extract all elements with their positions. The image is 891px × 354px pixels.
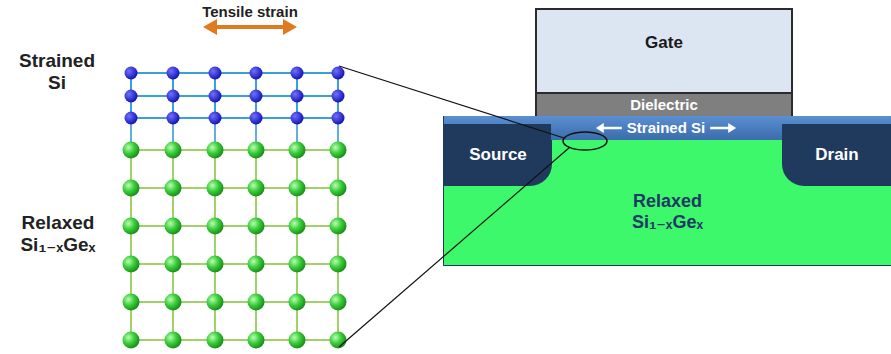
zoom-line [339, 66, 564, 138]
gate-box: Gate [535, 8, 793, 94]
lattice-bond [131, 339, 338, 341]
si-atom [167, 90, 180, 103]
si-atom [125, 112, 138, 125]
si-atom [209, 112, 222, 125]
sige-atom [123, 332, 140, 349]
dielectric-layer: Dielectric [535, 94, 793, 116]
sige-atom [248, 332, 265, 349]
si-atom [125, 90, 138, 103]
sige-atom [289, 256, 306, 273]
lattice-bond [131, 225, 338, 227]
lattice-label: Tensile strain [190, 3, 310, 20]
sige-atom [330, 218, 347, 235]
sige-atom [165, 180, 182, 197]
arrow-head [203, 19, 217, 35]
si-atom [209, 90, 222, 103]
arrow-head [728, 123, 736, 133]
sige-atom [165, 142, 182, 159]
sige-atom [289, 332, 306, 349]
lattice-bond [130, 150, 132, 340]
node-label: Relaxed Si₁₋ₓGeₓ [608, 191, 728, 232]
lattice-bond [131, 263, 338, 265]
lattice-bond [131, 149, 338, 151]
si-atom [332, 90, 345, 103]
si-atom [250, 90, 263, 103]
strain-arrow [710, 127, 730, 130]
sige-atom [248, 294, 265, 311]
lattice-bond [131, 72, 338, 74]
si-atom [291, 67, 304, 80]
sige-atom [330, 180, 347, 197]
si-atom [332, 67, 345, 80]
si-atom [332, 112, 345, 125]
si-atom [209, 67, 222, 80]
node-label: Gate [645, 33, 683, 53]
arrow-head [283, 19, 297, 35]
lattice-bond [131, 95, 338, 97]
si-atom [250, 67, 263, 80]
sige-atom [248, 256, 265, 273]
sige-atom [330, 142, 347, 159]
sige-atom [248, 142, 265, 159]
zoom-ellipse [563, 132, 607, 150]
lattice-bond [131, 117, 338, 119]
lattice-label: Relaxed Si₁₋ₓGeₓ [6, 212, 110, 256]
sige-atom [289, 218, 306, 235]
strained-si-channel: Strained Si [551, 116, 781, 140]
sige-atom [207, 218, 224, 235]
arrow-head [596, 123, 604, 133]
sige-atom [248, 180, 265, 197]
sige-atom [248, 218, 265, 235]
lattice-bond [131, 187, 338, 189]
strain-arrow [602, 127, 622, 130]
sige-atom [330, 332, 347, 349]
node-label: Source [469, 145, 527, 165]
node-label: Strained Si [627, 119, 705, 136]
node-label: Drain [815, 145, 858, 165]
sige-atom [207, 180, 224, 197]
si-atom [167, 67, 180, 80]
node-label: Dielectric [630, 96, 698, 113]
lattice-bond [337, 150, 339, 340]
strain-arrow [214, 25, 286, 29]
sige-atom [289, 180, 306, 197]
sige-atom [207, 256, 224, 273]
sige-atom [165, 256, 182, 273]
lattice-bond [214, 150, 216, 340]
sige-atom [330, 256, 347, 273]
si-atom [125, 67, 138, 80]
sige-atom [165, 218, 182, 235]
zoom-line [339, 147, 570, 347]
lattice-bond [296, 150, 298, 340]
si-atom [291, 112, 304, 125]
lattice-bond [172, 150, 174, 340]
si-atom [250, 112, 263, 125]
sige-atom [165, 332, 182, 349]
sige-atom [207, 332, 224, 349]
sige-atom [123, 294, 140, 311]
sige-atom [289, 294, 306, 311]
sige-atom [123, 180, 140, 197]
si-atom [167, 112, 180, 125]
lattice-bond [255, 150, 257, 340]
sige-atom [207, 142, 224, 159]
lattice-bond [131, 301, 338, 303]
lattice-label: Strained Si [8, 50, 106, 94]
sige-atom [123, 256, 140, 273]
sige-atom [165, 294, 182, 311]
sige-atom [289, 142, 306, 159]
si-atom [291, 90, 304, 103]
sige-atom [330, 294, 347, 311]
sige-atom [123, 142, 140, 159]
sige-atom [123, 218, 140, 235]
drain-region: Drain [782, 124, 891, 186]
source-region: Source [444, 124, 552, 186]
sige-atom [207, 294, 224, 311]
